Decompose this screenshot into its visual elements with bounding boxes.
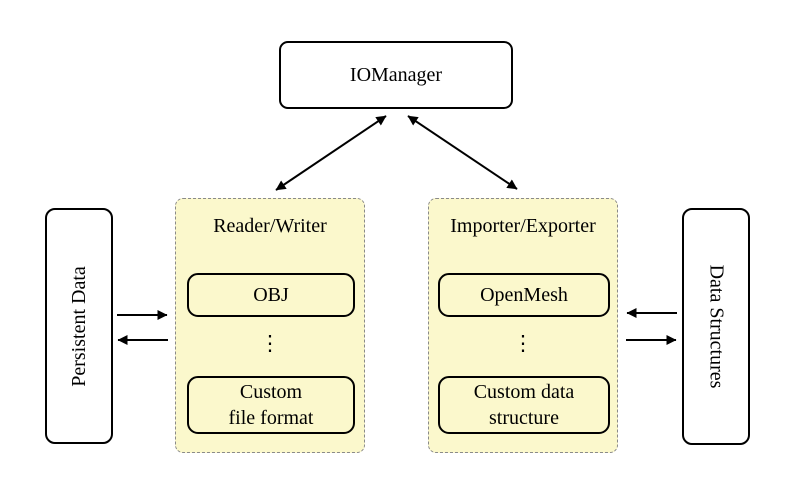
node-custom-file-format-line1: Custom xyxy=(239,381,303,403)
node-obj: OBJ xyxy=(187,273,355,317)
node-obj-label: OBJ xyxy=(253,284,289,306)
node-data-structures-label: Data Structures xyxy=(705,264,728,389)
node-openmesh-label: OpenMesh xyxy=(480,284,568,306)
node-custom-file-format: Custom file format xyxy=(187,376,355,434)
node-custom-data-structure: Custom data structure xyxy=(438,376,610,434)
node-persistent-data: Persistent Data xyxy=(45,208,113,444)
arrow-iomanager-importerexporter xyxy=(407,115,518,190)
node-data-structures: Data Structures xyxy=(682,208,750,445)
group-importer-exporter-title: Importer/Exporter xyxy=(450,215,596,237)
node-custom-data-structure-line1: Custom data xyxy=(473,381,575,403)
node-iomanager: IOManager xyxy=(279,41,513,109)
importer-exporter-ellipsis: ⋮ xyxy=(512,331,534,355)
node-persistent-data-label: Persistent Data xyxy=(67,265,90,387)
arrow-iomanager-readerwriter xyxy=(275,115,387,191)
node-iomanager-label: IOManager xyxy=(349,63,443,86)
reader-writer-ellipsis: ⋮ xyxy=(259,331,281,355)
node-custom-file-format-line2: file format xyxy=(228,407,314,429)
node-openmesh: OpenMesh xyxy=(438,273,610,317)
node-custom-data-structure-line2: structure xyxy=(489,407,559,429)
group-reader-writer-title: Reader/Writer xyxy=(213,215,327,237)
